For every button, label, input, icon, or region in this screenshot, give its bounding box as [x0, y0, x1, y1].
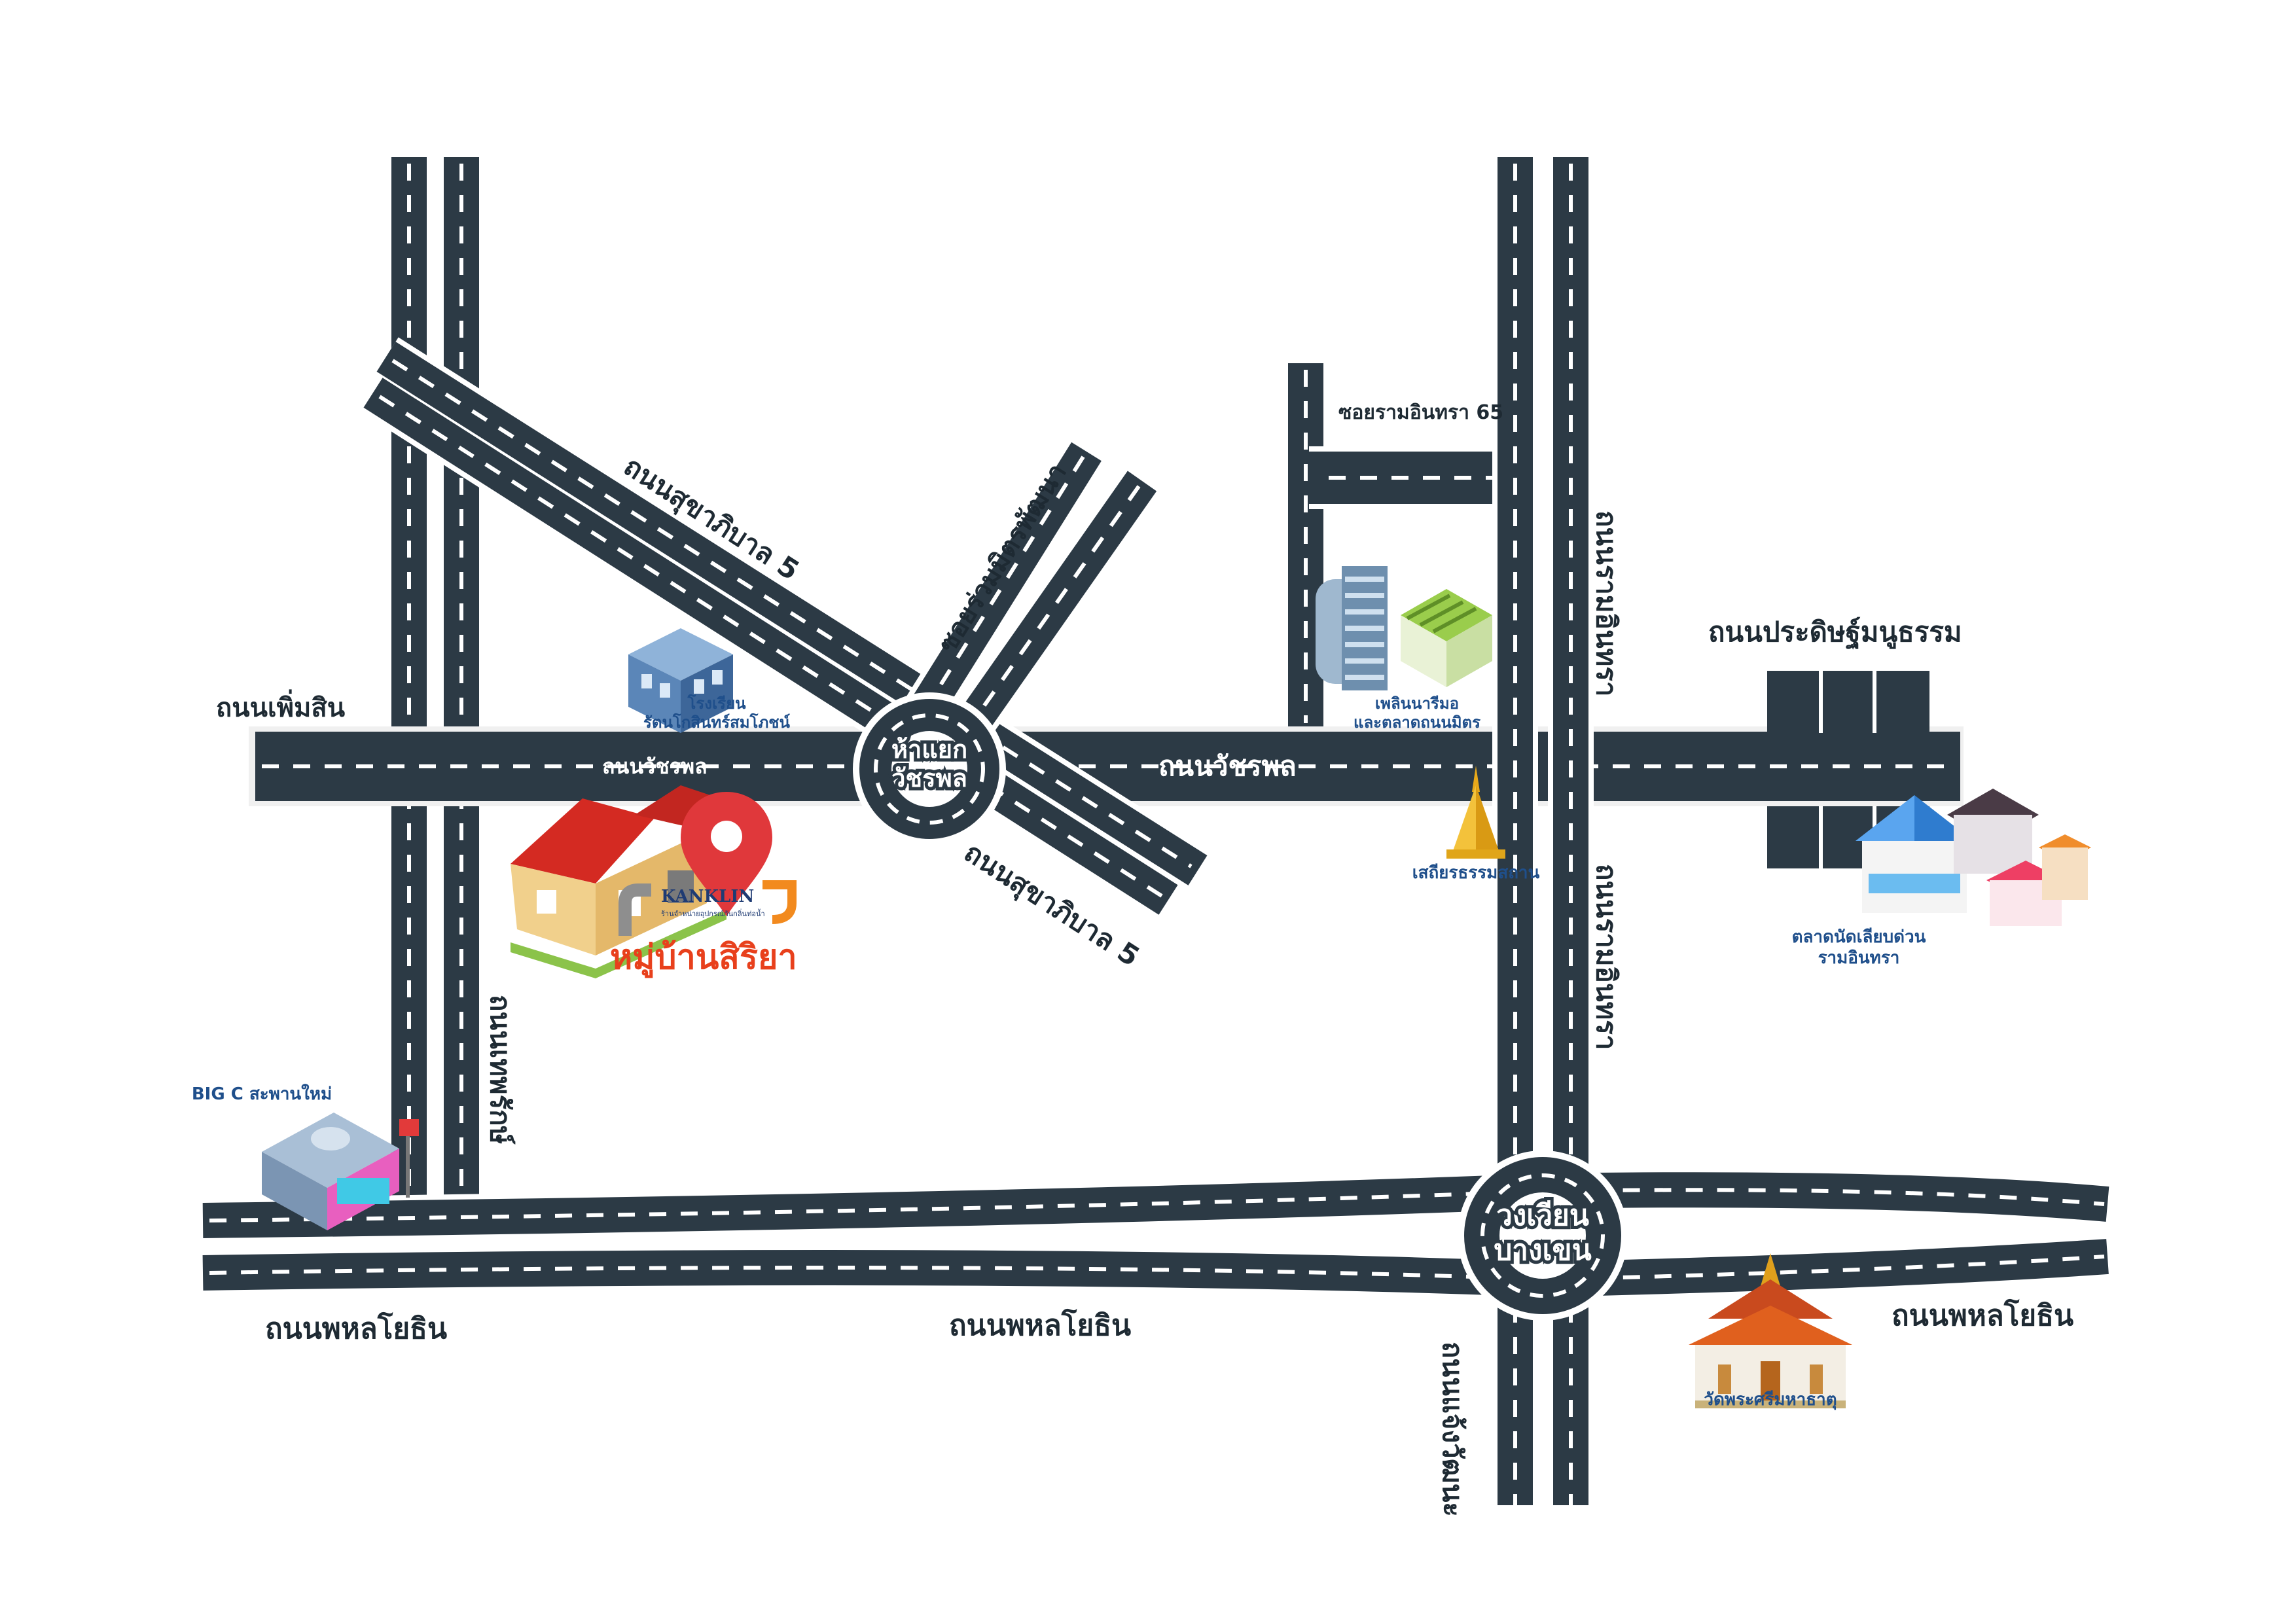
road-label-ram-inthra-upper: ถนนรามอินทรา: [1590, 510, 1623, 696]
poi-temple: วัดพระศรีมหาธาตุ: [1704, 1390, 1837, 1410]
junction-watcharaphon-line2: วัชรพล: [891, 764, 967, 793]
brand-name: KANKLIN: [661, 887, 754, 906]
roundabout-watcharaphon: [853, 692, 1006, 846]
road-ram-inthra: [1492, 157, 1594, 1227]
road-sukhaphiban-5: [361, 337, 1210, 919]
road-label-watcharaphon-right: ถนนวัชรพล: [1158, 750, 1297, 782]
road-label-chaeng-watthana: ถนนแจ้งวัฒนะ: [1437, 1342, 1469, 1517]
school-building-icon: [628, 628, 733, 733]
junction-bang-khen-line1: วงเวียน: [1496, 1199, 1589, 1232]
junction-watcharaphon-line1: ห้าแยก: [891, 735, 967, 764]
road-chaeng-watthana: [1492, 1299, 1594, 1505]
road-phoem-sin-vertical: [386, 157, 484, 1201]
market-stall-icon: [1401, 589, 1492, 687]
pagoda-icon: [1446, 766, 1505, 859]
road-label-ram-inthra-lower: ถนนรามอินทรา: [1590, 864, 1623, 1050]
road-label-pradit-manutham: ถนนประดิษฐ์มนูธรรม: [1708, 616, 1962, 650]
mall-building-icon: [262, 1113, 399, 1230]
market-stall-icon: [1856, 789, 2091, 926]
poi-school-line1: โรงเรียน: [687, 694, 746, 713]
road-label-phahonyothin-right: ถนนพหลโยธิน: [1892, 1298, 2073, 1332]
road-label-watcharaphon-left: ถนนวัชรพล: [602, 754, 708, 779]
map-pin-icon: [681, 792, 772, 916]
road-label-phahonyothin-center: ถนนพหลโยธิน: [949, 1308, 1131, 1342]
road-soi-ruam-mit: [903, 439, 1161, 747]
poi-village: หมู่บ้านสิริยา: [610, 938, 797, 978]
brand-logo: KANKLIN ร้านจำหน่ายอุปกรณ์กันกลิ่นท่อน้ำ: [619, 880, 797, 936]
road-network: [202, 157, 2110, 1505]
poi-market-line2: รามอินทรา: [1818, 948, 1900, 968]
road-label-phahonyothin-left: ถนนพหลโยธิน: [265, 1311, 447, 1346]
poi-market-line1: ตลาดนัดเลียบด่วน: [1792, 927, 1926, 947]
road-label-soi-ram-inthra-65: ซอยรามอินทรา 65: [1338, 401, 1503, 424]
brand-tagline: ร้านจำหน่ายอุปกรณ์กันกลิ่นท่อน้ำ: [661, 908, 765, 918]
road-label-thep-rak: ถนนเทพรักษ์: [484, 995, 516, 1145]
poi-bigc: BIG C สะพานใหม่: [192, 1084, 332, 1104]
office-building-icon: [1316, 566, 1388, 690]
junction-bang-khen-line2: บางเขน: [1494, 1234, 1591, 1267]
junction-label-bang-khen: วงเวียน บางเขน: [1490, 1196, 1594, 1270]
road-phahonyothin: [202, 1167, 2110, 1303]
junction-label-watcharaphon: ห้าแยก วัชรพล: [888, 732, 971, 796]
road-soi-ram-inthra-65: [1283, 363, 1518, 726]
poi-school-line2: รัตนโกสินทร์สมโภชน์: [643, 713, 791, 732]
temple-icon: [1689, 1253, 1852, 1408]
road-watcharaphon: [249, 726, 1964, 806]
poi-pagoda: เสถียรธรรมสถาน: [1412, 863, 1540, 883]
roundabout-bang-khen: [1458, 1150, 1628, 1321]
poi-fashion-line2: และตลาดถนนมิตร: [1354, 713, 1480, 732]
road-label-phoem-sin: ถนนเพิ่มสิน: [216, 689, 345, 723]
signpost-icon: [399, 1119, 419, 1198]
poi-fashion-line1: เพลินนารีมอ: [1375, 694, 1459, 713]
